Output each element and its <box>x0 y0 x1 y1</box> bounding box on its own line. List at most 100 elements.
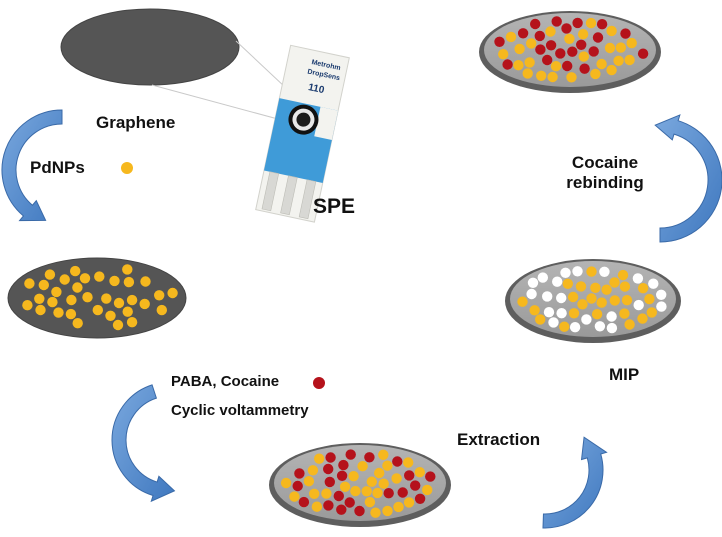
pd-nanoparticle-dot <box>585 17 597 29</box>
pd-nanoparticle-dot <box>513 59 524 71</box>
pd-nanoparticle-dot <box>289 491 300 502</box>
cavity-dot <box>542 291 553 302</box>
pd-nanoparticle-dot <box>303 476 315 487</box>
pd-nanoparticle-dot <box>498 49 509 60</box>
pd-nanoparticle-dot <box>126 294 138 306</box>
cavity-dot <box>606 311 617 322</box>
polymer-template-disc <box>269 443 451 527</box>
pd-nanoparticle-dot <box>526 38 537 49</box>
cavity-dot <box>656 301 667 312</box>
pd-nanoparticle-dot <box>156 304 167 316</box>
cocaine-dot <box>562 60 573 72</box>
pd-nanoparticle-dot <box>44 269 56 280</box>
pd-nanoparticle-dot <box>609 277 620 288</box>
cocaine-dot <box>534 30 545 42</box>
pd-nanoparticle-dot <box>309 488 320 499</box>
pd-nanoparticle-dot <box>72 282 83 293</box>
pd-nanoparticle-dot <box>566 72 577 83</box>
cocaine-dot <box>410 480 421 491</box>
cocaine-dot <box>344 497 355 508</box>
cocaine-dot <box>323 463 334 475</box>
pd-nanoparticle-dot <box>339 481 351 492</box>
pd-nanoparticle-dot <box>559 321 570 332</box>
electrode-lead-3 <box>298 179 317 220</box>
mip-disc <box>505 259 681 343</box>
pd-nanoparticle-dot <box>637 283 649 294</box>
pd-nanoparticle-dot <box>382 460 393 471</box>
cavity-dot <box>606 322 618 334</box>
pd-nanoparticle-dot <box>139 298 150 310</box>
pd-nanoparticle-dot <box>364 496 376 508</box>
cavity-dot <box>537 272 548 283</box>
rebinding-word: rebinding <box>566 172 644 192</box>
cocaine-dot <box>414 493 426 504</box>
cocaine-dot <box>324 476 335 488</box>
cocaine-dot <box>323 500 334 511</box>
pd-nanoparticle-dot <box>617 269 629 281</box>
cocaine-dot <box>494 36 505 47</box>
pd-nanoparticle-dot <box>536 70 547 82</box>
pd-nanoparticle-dot <box>82 292 93 303</box>
extraction-label: Extraction <box>457 430 541 449</box>
cocaine-dot <box>620 28 631 39</box>
pd-nanoparticle-dot <box>545 26 556 37</box>
pd-nanoparticle-dot <box>70 265 81 277</box>
pd-nanoparticle-dot <box>637 313 648 324</box>
cavity-dot <box>527 277 539 288</box>
pd-nanoparticle-dot <box>79 273 91 284</box>
pd-nanoparticle-dot <box>596 58 607 70</box>
pd-nanoparticle-dot <box>619 308 630 319</box>
pd-nanoparticle-dot <box>517 296 528 307</box>
cocaine-dot <box>561 23 572 34</box>
pd-nanoparticle-dot <box>321 488 332 499</box>
pd-nanoparticle-dot <box>122 306 133 317</box>
cavity-dot <box>572 266 583 277</box>
cavity-dot <box>633 299 644 311</box>
cocaine-dot <box>333 490 344 502</box>
cavity-dot <box>526 288 537 300</box>
pd-nanoparticle-dot <box>575 281 587 292</box>
cavity-dot <box>648 278 659 289</box>
cavity-dot <box>548 317 559 328</box>
graphene-disc <box>60 8 240 86</box>
pd-nanoparticle-dot <box>624 54 635 66</box>
pd-nanoparticle-dot <box>280 477 292 489</box>
pd-nanoparticle-dot <box>505 31 517 43</box>
cocaine-dot <box>298 496 310 508</box>
pd-nanoparticle-dot <box>72 318 83 329</box>
cocaine-dot <box>555 48 566 59</box>
pd-nanoparticle-dot <box>586 266 597 277</box>
pd-nanoparticle-dot <box>568 308 580 319</box>
cocaine-dot <box>345 449 356 460</box>
pd-nanoparticle-dot <box>590 68 601 80</box>
pd-nanoparticle-dot <box>403 497 415 508</box>
pd-nanoparticle-dot <box>101 293 112 304</box>
cocaine-dot <box>338 459 349 471</box>
mip-cavity-dots <box>517 266 667 334</box>
pd-nanoparticle-dot <box>578 51 589 62</box>
paba-cocaine-label: PABA, Cocaine <box>171 373 280 390</box>
cocaine-dot <box>325 452 336 463</box>
cocaine-dot <box>567 46 578 57</box>
pd-nanoparticle-dot <box>609 295 620 306</box>
pd-nanoparticle-dot <box>514 43 525 55</box>
pd-nanoparticle-dot <box>92 304 104 316</box>
rebound-mip-disc <box>479 11 661 93</box>
cocaine-dot <box>292 480 303 492</box>
pd-nanoparticle-dot <box>524 57 535 68</box>
template-dots <box>280 449 436 518</box>
pd-nanoparticle-dot <box>615 42 626 53</box>
pd-nanoparticle-dot <box>22 300 33 311</box>
pd-nanoparticle-dot <box>403 457 414 468</box>
cocaine-dot <box>397 487 408 498</box>
pd-nanoparticle-dot <box>547 71 558 83</box>
pd-nanoparticle-dot <box>529 305 540 316</box>
pd-nanoparticle-dot <box>59 274 70 285</box>
cocaine-dot <box>572 17 583 29</box>
mip-label: MIP <box>609 365 640 384</box>
pd-nanoparticle-dot <box>621 295 633 306</box>
pd-nanoparticle-dot <box>626 37 637 49</box>
electrode-blue-notch <box>314 106 339 140</box>
pd-nanoparticle-dot <box>414 467 425 478</box>
